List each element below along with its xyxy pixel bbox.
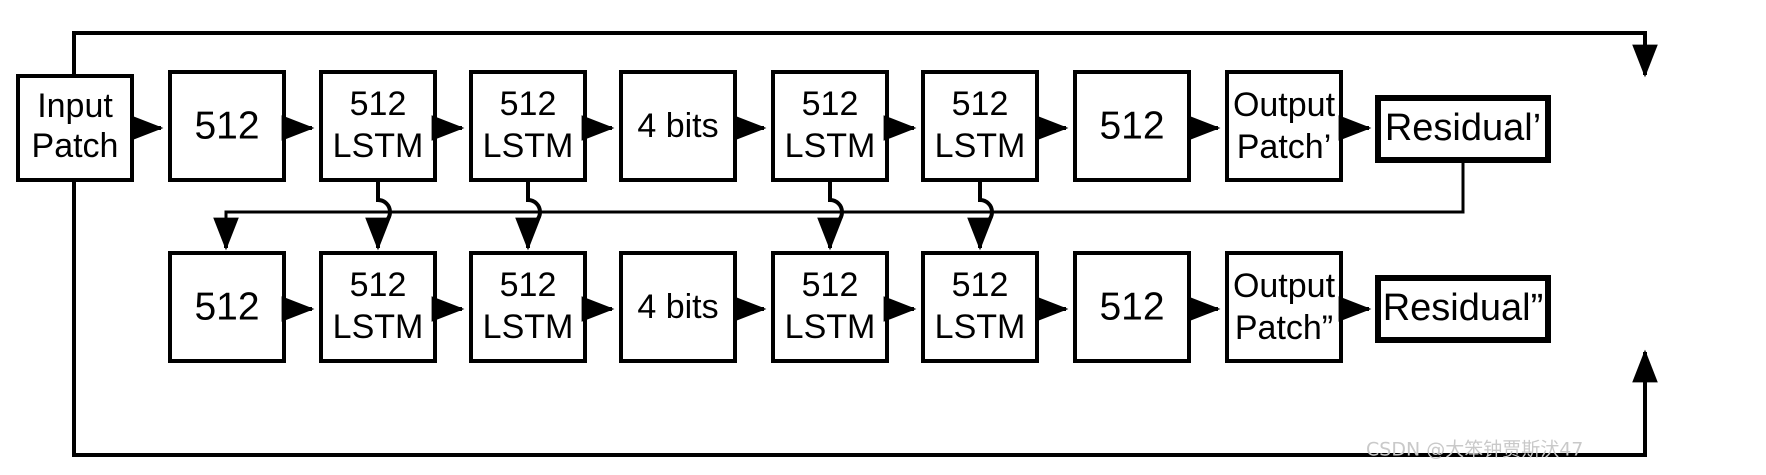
node-enc-512-b-label: 512 <box>194 285 259 328</box>
node-dec-512-a-label: 512 <box>1099 104 1164 147</box>
node-output-patch-2-label-2: Patch” <box>1235 309 1333 347</box>
node-input-patch-label-1: Input <box>37 87 113 125</box>
node-bottleneck-4bits-2-label: 4 bits <box>637 288 718 326</box>
node-dec-lstm-4[interactable] <box>921 251 1039 363</box>
node-enc-lstm-2-label-1: 512 <box>500 85 557 123</box>
state-line-dec-lstm-2 <box>967 182 994 251</box>
node-output-patch-2[interactable] <box>1225 251 1343 363</box>
node-output-patch[interactable] <box>1225 70 1343 182</box>
node-dec-lstm-2-label-2: LSTM <box>935 127 1026 165</box>
node-enc-lstm-1[interactable] <box>319 70 437 182</box>
bottom-feedback-line <box>72 178 1658 457</box>
node-dec-lstm-1-label-1: 512 <box>802 85 859 123</box>
node-residual-double-prime[interactable] <box>1375 275 1551 343</box>
state-line-dec-lstm-1 <box>817 182 844 251</box>
node-bottleneck-4bits-2[interactable] <box>619 251 737 363</box>
node-enc-512-a-label: 512 <box>194 104 259 147</box>
node-output-patch-2-label-1: Output <box>1233 267 1336 305</box>
csdn-watermark: CSDN @大笨钟贾斯汱47 <box>1366 439 1583 461</box>
node-dec-lstm-2-label-1: 512 <box>952 85 1009 123</box>
node-enc-lstm-3-label-2: LSTM <box>333 308 424 346</box>
node-enc-512-b[interactable] <box>168 251 286 363</box>
node-dec-lstm-3-label-2: LSTM <box>785 308 876 346</box>
node-dec-lstm-1-label-2: LSTM <box>785 127 876 165</box>
node-enc-lstm-1-label-1: 512 <box>350 85 407 123</box>
node-enc-lstm-4-label-2: LSTM <box>483 308 574 346</box>
node-dec-512-b-label: 512 <box>1099 285 1164 328</box>
node-dec-512-a[interactable] <box>1073 70 1191 182</box>
node-residual-prime[interactable] <box>1375 95 1551 163</box>
node-enc-lstm-3-label-1: 512 <box>350 266 407 304</box>
node-enc-lstm-2-label-2: LSTM <box>483 127 574 165</box>
state-line-enc-lstm-2 <box>515 182 542 251</box>
top-feedback-line <box>72 31 1658 78</box>
node-enc-lstm-4[interactable] <box>469 251 587 363</box>
node-output-patch-label-2: Patch’ <box>1237 128 1332 166</box>
node-residual-prime-label: Residual’ <box>1385 107 1541 149</box>
node-dec-lstm-3-label-1: 512 <box>802 266 859 304</box>
state-line-enc-lstm-1 <box>365 182 392 251</box>
node-dec-lstm-4-label-1: 512 <box>952 266 1009 304</box>
node-enc-lstm-2[interactable] <box>469 70 587 182</box>
node-dec-512-b[interactable] <box>1073 251 1191 363</box>
node-dec-lstm-1[interactable] <box>771 70 889 182</box>
node-enc-lstm-4-label-1: 512 <box>500 266 557 304</box>
node-residual-double-prime-label: Residual” <box>1383 287 1544 329</box>
node-output-patch-label-1: Output <box>1233 86 1336 124</box>
node-bottleneck-4bits-label: 4 bits <box>637 107 718 145</box>
node-dec-lstm-4-label-2: LSTM <box>935 308 1026 346</box>
node-enc-lstm-1-label-2: LSTM <box>333 127 424 165</box>
node-input-patch-label-2: Patch <box>32 127 119 165</box>
node-dec-lstm-2[interactable] <box>921 70 1039 182</box>
